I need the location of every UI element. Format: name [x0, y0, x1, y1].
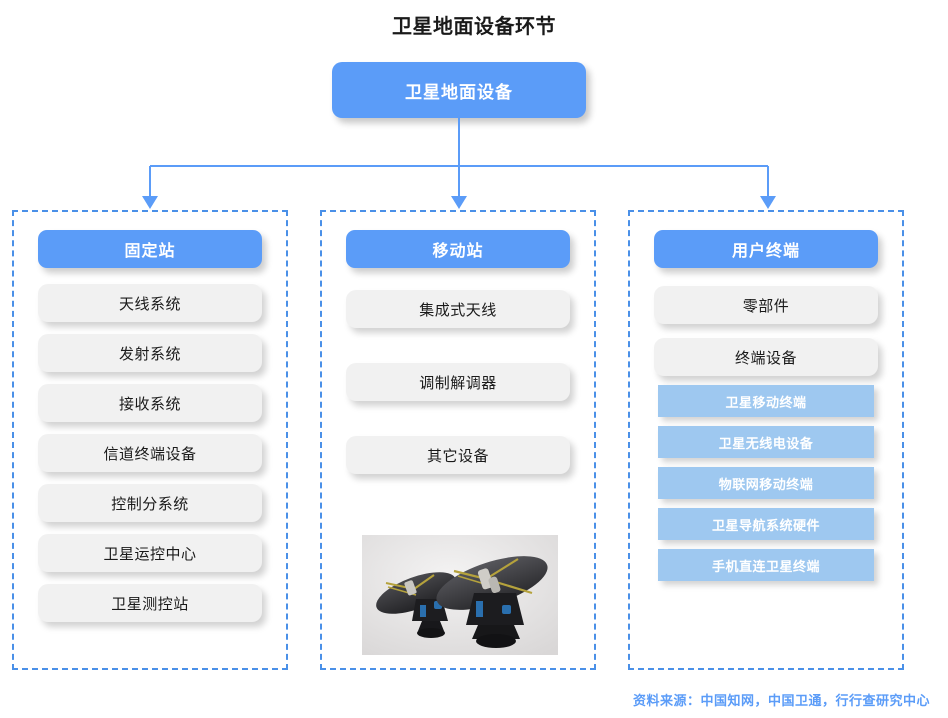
group-user-terminal: 用户终端 零部件 终端设备 卫星移动终端 卫星无线电设备 物联网移动终端 卫星导…: [628, 210, 904, 670]
group-mobile-station: 移动站 集成式天线 调制解调器 其它设备: [320, 210, 596, 670]
arrow-head-right: [760, 196, 776, 209]
group-header-label: 用户终端: [731, 243, 800, 260]
list-item[interactable]: 卫星运控中心: [38, 534, 262, 572]
list-item-label: 卫星测控站: [111, 595, 189, 613]
list-item-label: 终端设备: [734, 349, 797, 367]
page-title: 卫星地面设备环节: [392, 16, 556, 38]
list-item[interactable]: 控制分系统: [38, 484, 262, 522]
list-item-label: 卫星导航系统硬件: [711, 517, 820, 533]
arrow-head-center: [451, 196, 467, 209]
list-item[interactable]: 卫星移动终端: [658, 385, 874, 417]
list-item-label: 调制解调器: [419, 374, 497, 392]
root-node: 卫星地面设备: [332, 62, 586, 118]
group-header-user-terminal[interactable]: 用户终端: [654, 230, 878, 268]
list-item[interactable]: 零部件: [654, 286, 878, 324]
group-header-fixed-station[interactable]: 固定站: [38, 230, 262, 268]
list-item[interactable]: 手机直连卫星终端: [658, 549, 874, 581]
group-header-mobile-station[interactable]: 移动站: [346, 230, 570, 268]
source-note: 资料来源：中国知网，中国卫通，行行查研究中心: [632, 693, 930, 708]
list-item[interactable]: 接收系统: [38, 384, 262, 422]
list-item[interactable]: 卫星无线电设备: [658, 426, 874, 458]
list-item-label: 接收系统: [118, 395, 181, 413]
list-item[interactable]: 卫星导航系统硬件: [658, 508, 874, 540]
list-item-label: 信道终端设备: [103, 445, 197, 463]
arrow-head-left: [142, 196, 158, 209]
list-item-label: 卫星无线电设备: [718, 435, 814, 451]
list-item[interactable]: 天线系统: [38, 284, 262, 322]
list-item-label: 集成式天线: [419, 301, 497, 319]
list-item[interactable]: 调制解调器: [346, 363, 570, 401]
list-item-label: 控制分系统: [111, 495, 189, 513]
list-item-label: 其它设备: [426, 447, 489, 465]
group-header-label: 移动站: [432, 243, 484, 260]
list-item[interactable]: 集成式天线: [346, 290, 570, 328]
list-item-label: 卫星移动终端: [725, 394, 807, 410]
list-item[interactable]: 卫星测控站: [38, 584, 262, 622]
group-header-label: 固定站: [124, 243, 176, 260]
list-item[interactable]: 其它设备: [346, 436, 570, 474]
list-item-label: 卫星运控中心: [103, 545, 197, 563]
list-item-label: 零部件: [742, 297, 790, 315]
list-item-label: 手机直连卫星终端: [711, 558, 820, 574]
list-item-label: 发射系统: [118, 345, 181, 363]
list-item[interactable]: 发射系统: [38, 334, 262, 372]
list-item-label: 天线系统: [118, 295, 181, 313]
list-item-label: 物联网移动终端: [718, 476, 814, 492]
group-fixed-station: 固定站 天线系统 发射系统 接收系统 信道终端设备 控制分系统 卫星运控中心 卫…: [12, 210, 288, 670]
satellite-dish-photo: [362, 535, 558, 655]
list-item[interactable]: 终端设备: [654, 338, 878, 376]
list-item[interactable]: 信道终端设备: [38, 434, 262, 472]
list-item[interactable]: 物联网移动终端: [658, 467, 874, 499]
root-node-label: 卫星地面设备: [405, 82, 513, 102]
